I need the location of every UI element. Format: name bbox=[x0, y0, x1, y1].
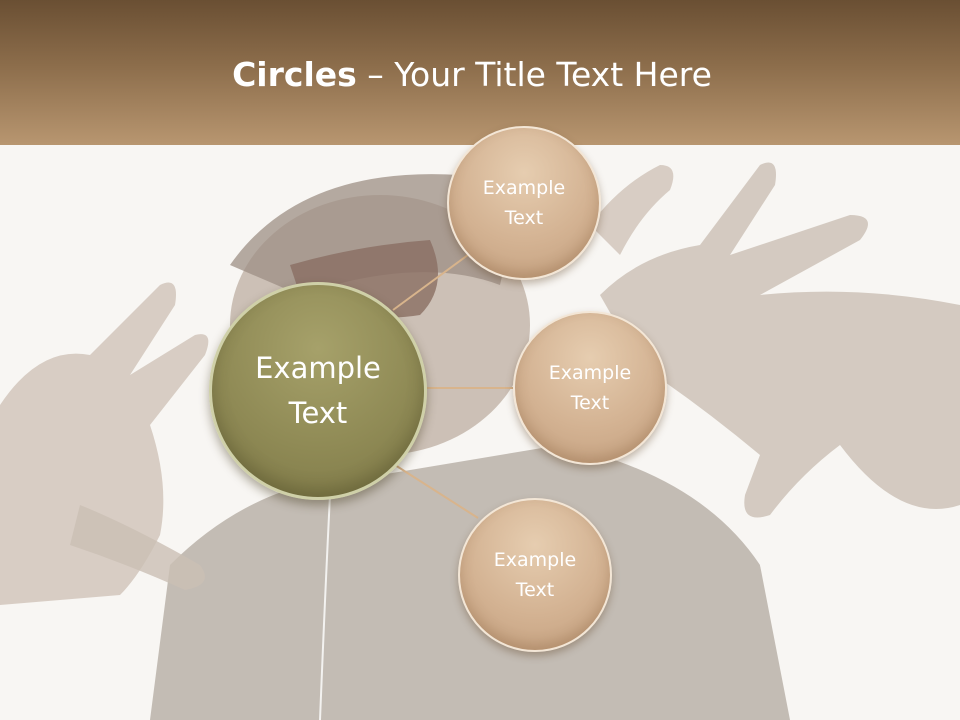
satellite-circle-1[interactable]: Example Text bbox=[447, 126, 601, 280]
title-rest: – Your Title Text Here bbox=[356, 55, 712, 94]
connector-3 bbox=[394, 464, 479, 519]
satellite-circle-text: Example Text bbox=[548, 362, 632, 414]
satellite-circle-3[interactable]: Example Text bbox=[458, 498, 612, 652]
satellite-circle-text: Example Text bbox=[493, 549, 577, 601]
satellite-circle-text: Example Text bbox=[482, 177, 566, 229]
slide-title: Circles – Your Title Text Here bbox=[0, 52, 944, 98]
connector-1 bbox=[392, 251, 473, 311]
satellite-circle-2[interactable]: Example Text bbox=[513, 311, 667, 465]
title-bold: Circles bbox=[232, 55, 357, 94]
main-circle[interactable]: Example Text bbox=[209, 282, 427, 500]
main-circle-text: Example Text bbox=[255, 351, 381, 430]
title-bar: Circles – Your Title Text Here bbox=[0, 0, 960, 145]
